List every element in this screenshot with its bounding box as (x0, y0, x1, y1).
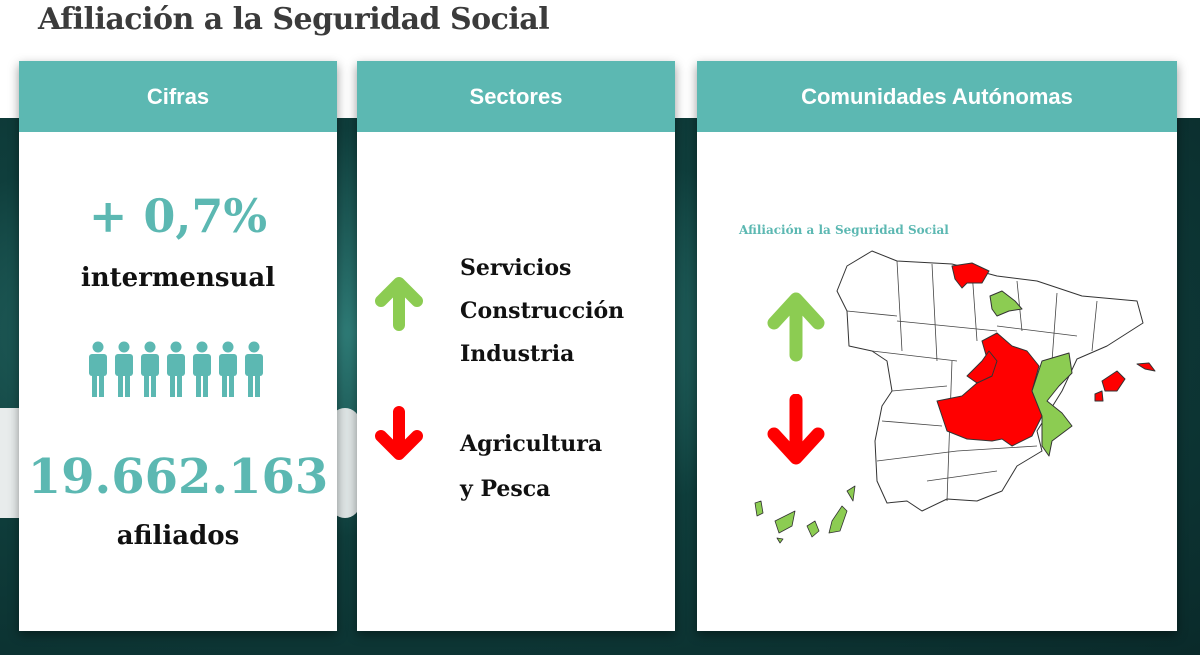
spain-map (754, 250, 1156, 544)
total-affiliates: 19.662.163 (27, 449, 329, 505)
map-title: Afiliación a la Seguridad Social (739, 223, 949, 237)
arrow-down-icon (767, 394, 825, 465)
region-comunidad-valenciana (1031, 352, 1073, 457)
arrow-down-icon (375, 406, 423, 460)
monthly-change: + 0,7% (88, 189, 268, 243)
card-header: Cifras (19, 61, 337, 132)
sector-item: Agricultura (460, 431, 603, 457)
sectors-up-list: Servicios Construcción Industria (460, 247, 624, 376)
people-icon (89, 341, 263, 397)
card-header: Sectores (357, 61, 675, 132)
card-sectores: Sectores Servicios Construcción Industri… (357, 61, 675, 631)
region-canarias (754, 485, 856, 544)
region-castilla-la-mancha (936, 332, 1043, 447)
region-madrid (966, 350, 998, 384)
monthly-change-label: intermensual (80, 263, 276, 293)
sector-item: Servicios (460, 255, 572, 281)
card-cifras: Cifras + 0,7% intermensual 19.662.163 af… (19, 61, 337, 631)
card-header: Comunidades Autónomas (697, 61, 1177, 132)
total-affiliates-label: afiliados (116, 521, 240, 551)
card-comunidades: Comunidades Autónomas Afiliación a la Se… (697, 61, 1177, 631)
sector-item: Industria (460, 341, 575, 367)
region-baleares (1094, 362, 1156, 402)
sector-item: y Pesca (460, 476, 551, 502)
region-cantabria (951, 262, 990, 289)
region-la-rioja (989, 290, 1023, 317)
page-title: Afiliación a la Seguridad Social (38, 2, 550, 37)
sectors-down-list: Agricultura y Pesca (460, 422, 602, 512)
arrow-up-icon (375, 277, 423, 331)
arrow-up-icon (767, 292, 825, 362)
sector-item: Construcción (460, 298, 625, 324)
